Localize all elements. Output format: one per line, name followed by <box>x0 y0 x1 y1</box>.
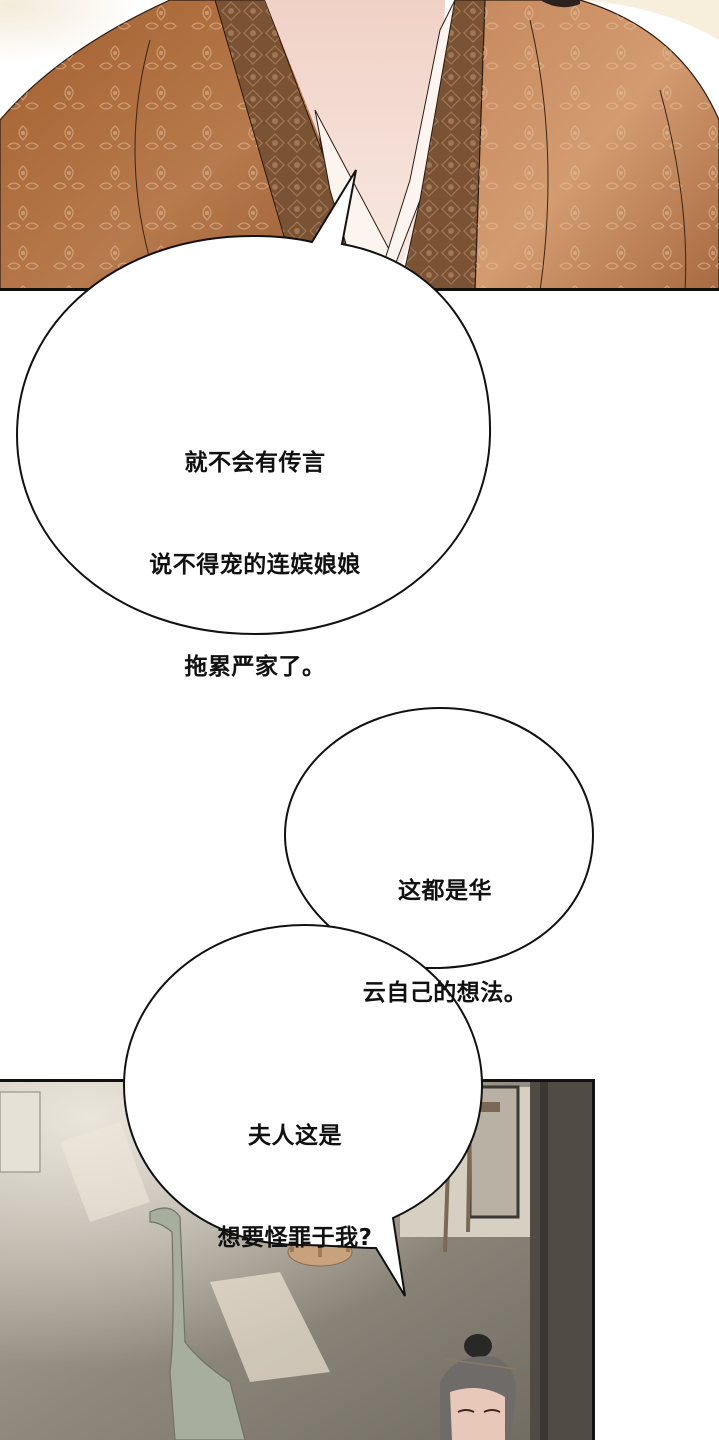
bubble-1-line-2: 说不得宠的连嫔娘娘 <box>149 552 361 578</box>
bubble-2-text: 这都是华 云自己的想法。 <box>330 806 560 1078</box>
bubble-1-text: 就不会有传言 说不得宠的连嫔娘娘 拖累严家了。 <box>95 378 415 752</box>
bubble-3-text: 夫人这是 想要怪罪于我? <box>165 1051 425 1323</box>
panel-robe-closeup <box>0 0 719 291</box>
man-figure <box>440 1334 516 1440</box>
bubble-1-line-3: 拖累严家了。 <box>184 654 326 680</box>
bubble-3-line-1: 夫人这是 <box>248 1123 342 1149</box>
bubble-2-line-1: 这都是华 <box>398 878 492 904</box>
bubble-3-line-2: 想要怪罪于我? <box>217 1225 373 1251</box>
robe-illustration <box>0 0 719 288</box>
bubble-1-line-1: 就不会有传言 <box>184 450 326 476</box>
bubble-2-line-2: 云自己的想法。 <box>362 980 528 1006</box>
